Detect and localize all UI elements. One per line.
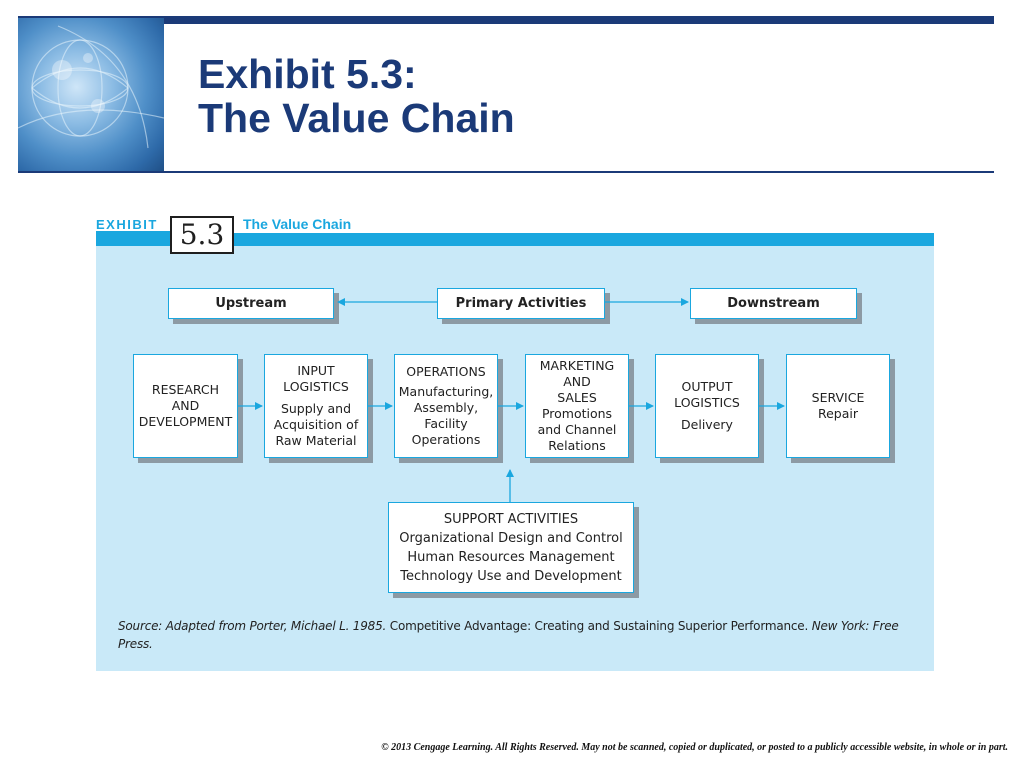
activity-line: Repair — [817, 406, 859, 421]
activity-line: Promotions — [541, 406, 613, 421]
exhibit-label: EXHIBIT — [96, 217, 158, 232]
activity-operations: OPERATIONS Manufacturing, Assembly, Faci… — [394, 354, 498, 458]
primary-activities-box: Primary Activities — [437, 288, 605, 319]
upstream-box: Upstream — [168, 288, 334, 319]
activity-line: OUTPUT — [681, 379, 733, 394]
support-line: Organizational Design and Control — [399, 530, 623, 546]
support-activities-box: SUPPORT ACTIVITIES Organizational Design… — [388, 502, 634, 593]
activity-line: LOGISTICS — [283, 379, 349, 394]
activity-line: Facility — [424, 416, 468, 431]
activity-input-logistics: INPUT LOGISTICS Supply and Acquisition o… — [264, 354, 368, 458]
exhibit-title: The Value Chain — [243, 216, 352, 232]
downstream-label: Downstream — [727, 295, 820, 311]
activity-line: Supply and — [280, 401, 352, 416]
source-prefix: Source: Adapted from Porter, Michael L. … — [118, 619, 390, 633]
header-bottom-rule — [18, 171, 994, 173]
activity-line: DEVELOPMENT — [138, 414, 233, 429]
activity-line: Raw Material — [275, 433, 357, 448]
activity-line: LOGISTICS — [674, 395, 740, 410]
exhibit-number: 5.3 — [170, 216, 234, 254]
activity-service: SERVICE Repair — [786, 354, 890, 458]
activity-line: SERVICE — [811, 390, 865, 405]
globe-image — [18, 18, 164, 171]
header-top-rule — [18, 16, 994, 24]
activity-line: RESEARCH — [151, 382, 220, 397]
activity-line: and Channel — [537, 422, 617, 437]
slide-title-line1: Exhibit 5.3: — [198, 51, 417, 97]
source-note: Source: Adapted from Porter, Michael L. … — [118, 617, 908, 653]
exhibit-underline — [96, 231, 170, 234]
activity-line: SALES — [557, 390, 597, 405]
copyright-notice: © 2013 Cengage Learning. All Rights Rese… — [381, 742, 1008, 753]
activity-marketing-sales: MARKETING AND SALES Promotions and Chann… — [525, 354, 629, 458]
source-work: Competitive Advantage: Creating and Sust… — [389, 619, 812, 633]
activity-output-logistics: OUTPUT LOGISTICS Delivery — [655, 354, 759, 458]
slide-title-line2: The Value Chain — [198, 95, 515, 141]
slide-title: Exhibit 5.3: The Value Chain — [198, 52, 515, 140]
activity-line: AND — [171, 398, 200, 413]
support-line: Human Resources Management — [407, 549, 615, 565]
activity-research-development: RESEARCH AND DEVELOPMENT — [133, 354, 238, 458]
activity-line: INPUT — [297, 363, 335, 378]
globe-graphic — [18, 25, 164, 149]
activity-line: OPERATIONS — [406, 364, 486, 379]
activity-line: Delivery — [681, 417, 733, 432]
activity-line: AND — [563, 374, 591, 389]
upstream-label: Upstream — [215, 295, 287, 311]
primary-activities-label: Primary Activities — [455, 295, 587, 311]
activity-line: Manufacturing, — [398, 384, 494, 399]
activity-line: Acquisition of — [273, 417, 359, 432]
support-line: Technology Use and Development — [400, 568, 622, 584]
activity-line: Assembly, — [413, 400, 479, 415]
activity-line: Operations — [411, 432, 481, 447]
support-heading: SUPPORT ACTIVITIES — [443, 511, 579, 527]
downstream-box: Downstream — [690, 288, 857, 319]
activity-line: MARKETING — [539, 358, 615, 373]
activity-line: Relations — [548, 438, 606, 453]
source-suffix: New York: Free Press. — [118, 619, 899, 651]
